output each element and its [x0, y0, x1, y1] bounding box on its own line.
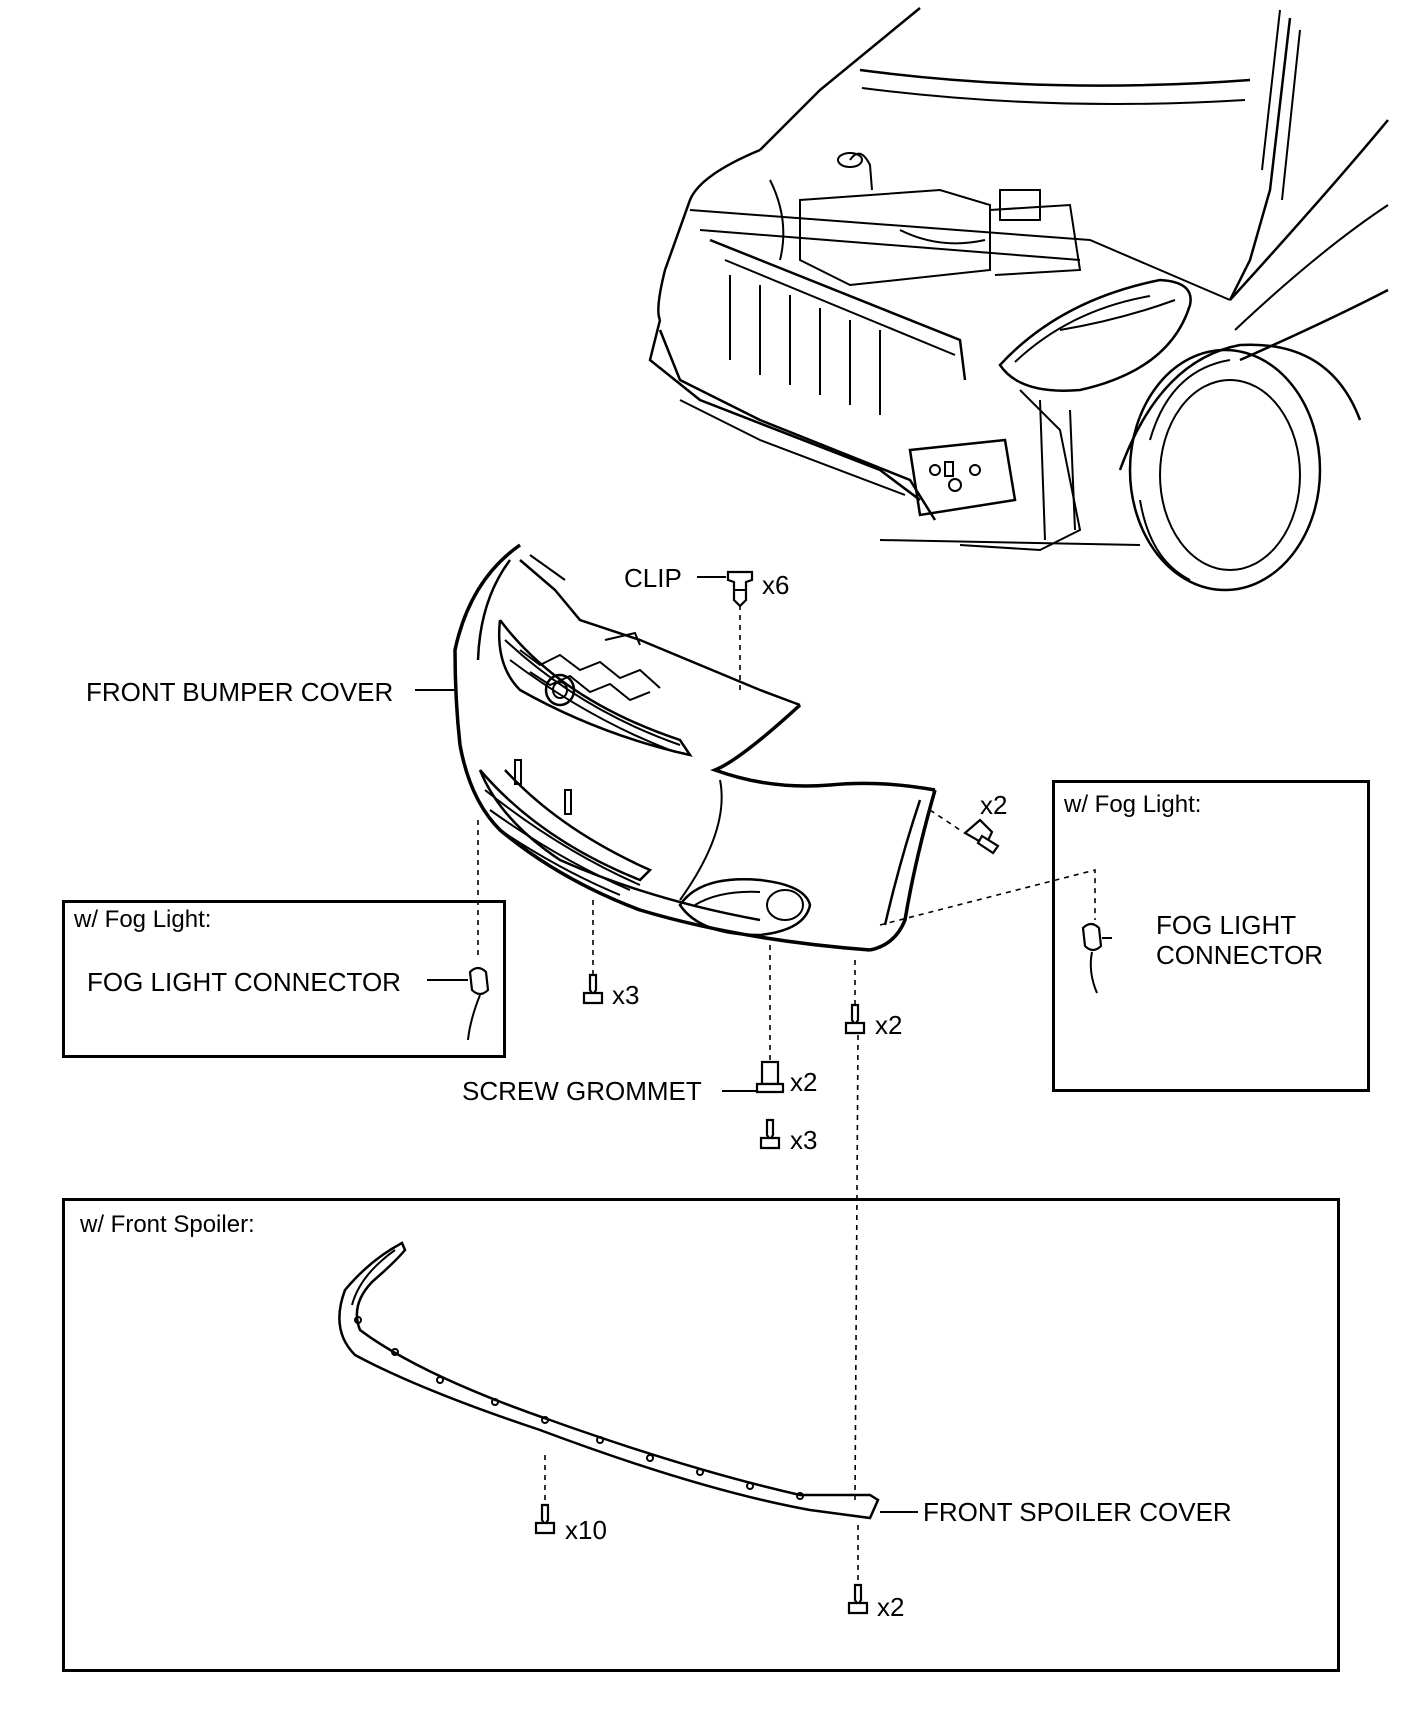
clip-quantity: x6 — [762, 570, 790, 600]
screw-grommet-quantity: x2 — [790, 1067, 818, 1097]
screw-grommet-icon — [755, 1060, 785, 1094]
side-bolt-quantity: x2 — [980, 790, 1008, 820]
front-spoiler-box-title: w/ Front Spoiler: — [80, 1211, 255, 1238]
fog-light-right-title: w/ Fog Light: — [1064, 791, 1202, 818]
spoiler-end-screw-quantity: x2 — [877, 1592, 905, 1622]
front-spoiler-cover-illustration — [338, 1241, 880, 1520]
assembly-guide-lines — [477, 605, 1096, 1585]
clip-fastener-icon — [726, 570, 754, 608]
lower-right-screw-quantity: x2 — [875, 1010, 903, 1040]
spoiler-end-screw-icon — [847, 1583, 869, 1615]
fog-light-connector-left-icon — [467, 966, 490, 1041]
front-spoiler-box — [62, 1198, 1340, 1672]
fog-light-left-title: w/ Fog Light: — [74, 906, 212, 933]
fog-light-connector-right-label: FOG LIGHT CONNECTOR — [1156, 910, 1324, 970]
screw-icon-left — [582, 973, 604, 1005]
clip-label: CLIP — [624, 563, 682, 593]
lower-left-screw-quantity: x3 — [612, 980, 640, 1010]
spoiler-screw-quantity: x10 — [565, 1515, 607, 1545]
grommet-screw-quantity: x3 — [790, 1125, 818, 1155]
front-bumper-cover-illustration — [453, 543, 937, 952]
fog-light-right-box — [1052, 780, 1370, 1092]
screw-icon-right — [844, 1003, 866, 1035]
spoiler-screw-icon — [534, 1503, 556, 1535]
fog-light-connector-left-label: FOG LIGHT CONNECTOR — [87, 967, 401, 997]
screw-grommet-label: SCREW GROMMET — [462, 1076, 702, 1106]
fog-light-connector-right-icon — [1081, 922, 1103, 994]
leader-lines — [415, 576, 1112, 1513]
grommet-screw-icon — [759, 1118, 781, 1150]
front-bumper-cover-label: FRONT BUMPER COVER — [86, 677, 394, 707]
vehicle-front-illustration — [648, 7, 1389, 592]
fog-light-left-box — [62, 900, 506, 1058]
front-spoiler-cover-label: FRONT SPOILER COVER — [923, 1497, 1232, 1527]
side-bolt-icon — [963, 818, 1000, 855]
